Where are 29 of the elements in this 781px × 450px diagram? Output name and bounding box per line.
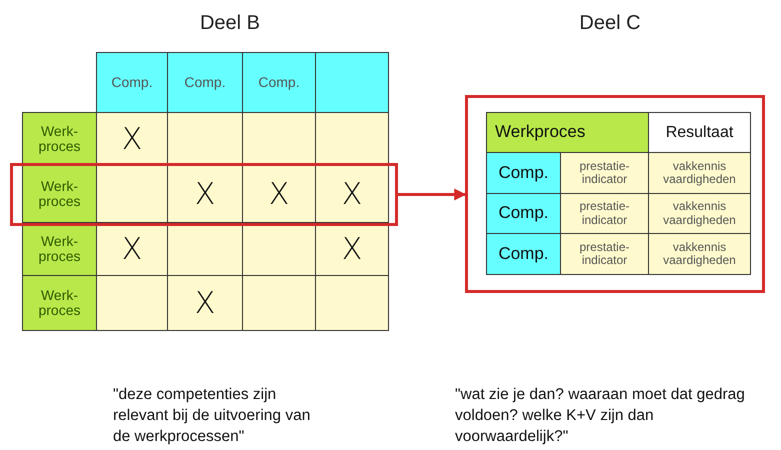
table-cell: X [315, 165, 389, 223]
column-header: Comp. [96, 52, 168, 113]
table-cell: vakkennis vaardigheden [648, 193, 751, 234]
table-cell: vakkennis vaardigheden [648, 152, 751, 194]
table-cell: prestatie- indicator [560, 193, 649, 234]
table-cell: X [96, 112, 168, 166]
row-header: Werk- proces [22, 165, 97, 223]
frame-box [465, 95, 765, 293]
highlight-frame [10, 163, 398, 226]
row-header: Comp. [486, 193, 561, 234]
section-title: Deel C [578, 12, 642, 35]
section-title: Deel B [198, 12, 262, 35]
row-header: Werk- proces [22, 275, 97, 331]
table-cell: vakkennis vaardigheden [648, 233, 751, 275]
arrow [398, 188, 466, 200]
table-cell: X [167, 165, 243, 223]
column-header: Comp. [167, 52, 243, 113]
quote-text: "wat zie je dan? waaraan moet dat gedrag voldoen? welke K+V zijn dan voorwaardelijk?" [455, 385, 746, 447]
quote-text: "deze competenties zijn relevant bij de uitvoering van de werkprocessen" [113, 385, 312, 447]
column-header: Resultaat [648, 112, 751, 153]
table-cell: X [242, 165, 316, 223]
column-header: Werkproces [486, 112, 649, 153]
table-cell: prestatie- indicator [560, 152, 649, 194]
row-header: Comp. [486, 233, 561, 275]
table-cell: prestatie- indicator [560, 233, 649, 275]
table-cell: X [167, 275, 243, 331]
column-header: Comp. [242, 52, 316, 113]
row-header: Werk- proces [22, 112, 97, 166]
row-header: Comp. [486, 152, 561, 194]
